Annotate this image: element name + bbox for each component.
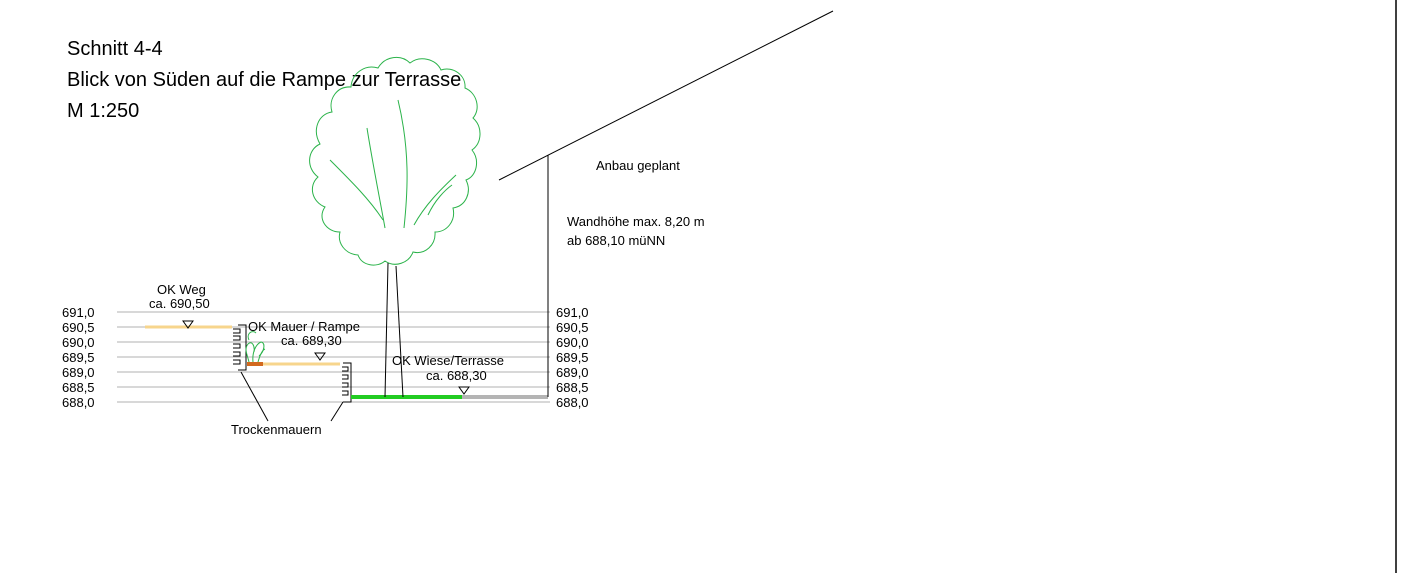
tree-crown [309, 56, 481, 266]
tick-right-689-5: 689,5 [556, 350, 589, 365]
planned-extension [498, 10, 834, 397]
tick-left-691-0: 691,0 [62, 305, 95, 320]
level-marker-mauer [314, 352, 326, 361]
level-marker-weg [182, 320, 194, 329]
drawing-scale: M 1:250 [67, 100, 139, 122]
tick-right-691-0: 691,0 [556, 305, 589, 320]
level-marker-wiese [458, 386, 470, 395]
tick-left-688-5: 688,5 [62, 380, 95, 395]
label-trockenmauern: Trockenmauern [231, 422, 322, 437]
shrub-icon [245, 331, 266, 363]
tick-right-688-0: 688,0 [556, 395, 589, 410]
label-ok-mauer-value: ca. 689,30 [281, 333, 342, 348]
tick-left-689-5: 689,5 [62, 350, 95, 365]
tick-left-690-0: 690,0 [62, 335, 95, 350]
tree-icon [309, 56, 481, 266]
label-ok-weg: OK Weg [157, 282, 206, 297]
label-ok-wiese: OK Wiese/Terrasse [392, 353, 504, 368]
label-wandhoehe: Wandhöhe max. 8,20 m [567, 214, 705, 229]
drawing-subtitle: Blick von Süden auf die Rampe zur Terras… [67, 69, 461, 91]
label-ok-wiese-value: ca. 688,30 [426, 368, 487, 383]
tick-left-688-0: 688,0 [62, 395, 95, 410]
label-wandhoehe-ref: ab 688,10 müNN [567, 233, 665, 248]
tick-right-688-5: 688,5 [556, 380, 589, 395]
extension-roof-line [498, 10, 834, 181]
drawing-title: Schnitt 4-4 [67, 38, 163, 60]
tree-trunk [384, 262, 404, 398]
tick-right-689-0: 689,0 [556, 365, 589, 380]
tick-right-690-0: 690,0 [556, 335, 589, 350]
trockenmauern-leaders [240, 371, 344, 422]
tick-right-690-5: 690,5 [556, 320, 589, 335]
dry-stone-wall-lower [342, 362, 352, 403]
dry-stone-wall-upper [233, 324, 247, 371]
label-ok-mauer: OK Mauer / Rampe [248, 319, 360, 334]
label-ok-weg-value: ca. 690,50 [149, 296, 210, 311]
label-anbau: Anbau geplant [596, 158, 680, 173]
elevation-scale-right: 691,0 690,5 690,0 689,5 689,0 688,5 688,… [556, 305, 589, 410]
tick-left-689-0: 689,0 [62, 365, 95, 380]
elevation-scale-left: 691,0 690,5 690,0 689,5 689,0 688,5 688,… [62, 305, 95, 410]
tick-left-690-5: 690,5 [62, 320, 95, 335]
